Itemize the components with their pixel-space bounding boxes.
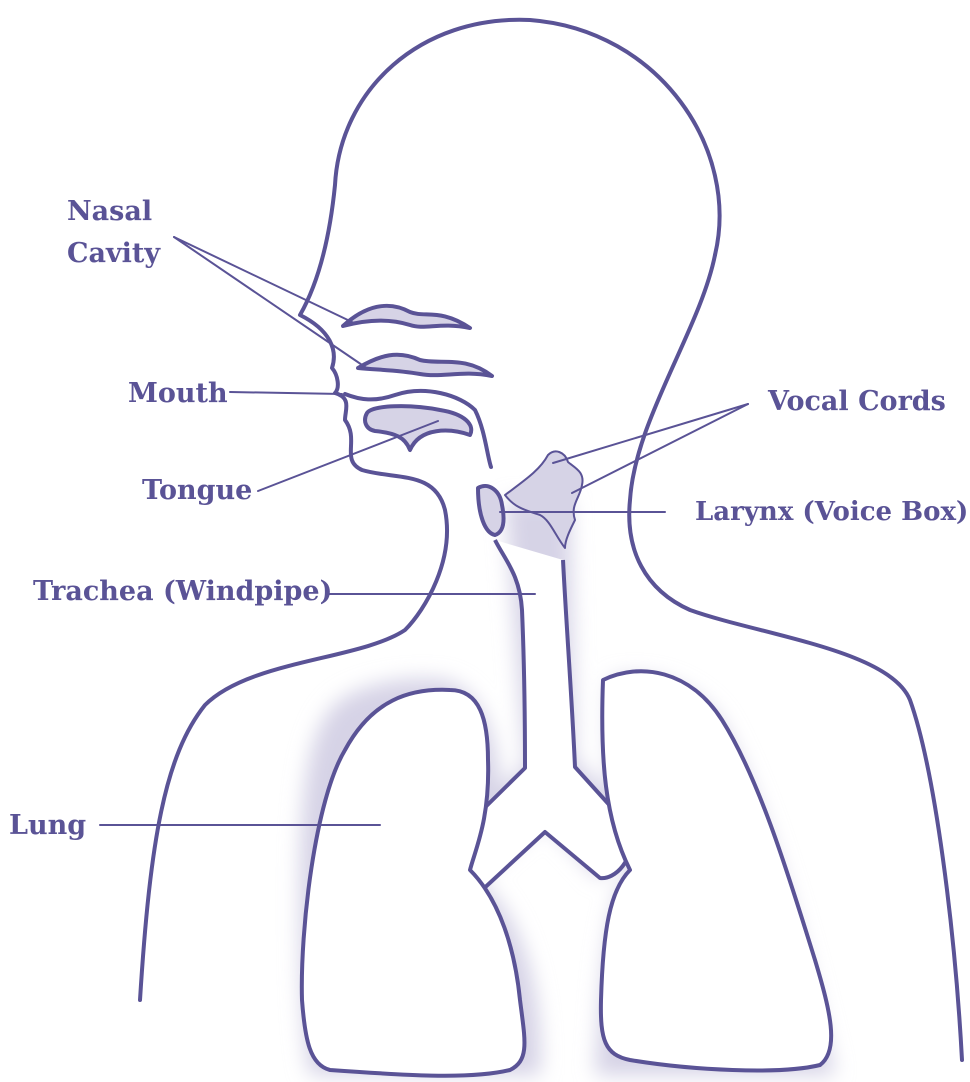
leader-nasal-lower [174, 237, 368, 369]
label-larynx: Larynx (Voice Box) [695, 497, 968, 527]
label-vocal-cords: Vocal Cords [767, 386, 946, 417]
leader-mouth [230, 392, 342, 394]
label-mouth: Mouth [128, 378, 228, 409]
label-tongue: Tongue [142, 475, 252, 506]
label-nasal-line1: Nasal [67, 196, 152, 227]
lung-right [601, 671, 831, 1070]
larynx [478, 486, 504, 535]
label-trachea: Trachea (Windpipe) [33, 576, 332, 607]
nasal-turbinate-upper [343, 306, 470, 328]
label-nasal-line2: Cavity [67, 238, 161, 269]
nasal-turbinate-lower [358, 355, 492, 376]
label-lung: Lung [9, 810, 86, 841]
